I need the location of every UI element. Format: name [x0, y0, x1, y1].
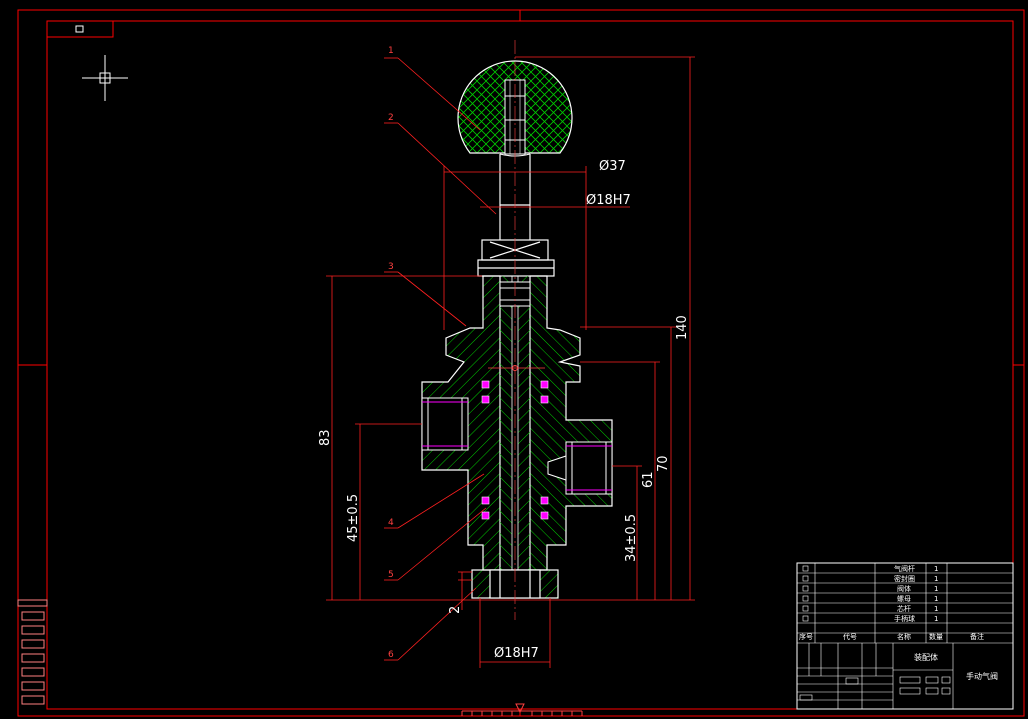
dimension-lines — [326, 56, 695, 668]
bottom-ruler — [461, 703, 583, 716]
dim-70: 70 — [656, 455, 671, 472]
part-label-6: 6 — [388, 650, 394, 660]
assembly-name: 装配体 — [914, 652, 938, 662]
seal-rings — [481, 380, 549, 520]
bom-qty-6: 1 — [934, 615, 938, 623]
title-block: 气阀杆 1 密封圈 1 阀体 1 螺母 1 芯杆 1 手柄球 1 序号 代号 名… — [796, 562, 1014, 710]
dim-2: 2 — [448, 606, 463, 614]
left-port — [421, 397, 469, 451]
bom-qty-1: 1 — [934, 565, 938, 573]
dim-61: 61 — [641, 471, 656, 488]
bom-qty-3: 1 — [934, 585, 938, 593]
header-seq: 序号 — [799, 632, 813, 641]
dim-140: 140 — [675, 315, 690, 340]
bom-table: 气阀杆 1 密封圈 1 阀体 1 螺母 1 芯杆 1 手柄球 1 序号 代号 名… — [799, 564, 984, 641]
dim-34: 34±0.5 — [624, 514, 639, 562]
header-code: 代号 — [843, 632, 857, 641]
right-port — [547, 441, 613, 495]
drawing-name: 手动气阀 — [966, 671, 998, 681]
dim-d37: Ø37 — [599, 159, 626, 174]
bom-name-6: 手柄球 — [894, 614, 915, 623]
part-label-4: 4 — [388, 518, 394, 528]
left-ruler — [17, 599, 48, 705]
bom-name-5: 芯杆 — [897, 604, 911, 613]
bom-qty-5: 1 — [934, 605, 938, 613]
sheet-border — [17, 9, 1025, 717]
corner-title-box — [46, 20, 114, 38]
bom-name-2: 密封圈 — [894, 574, 915, 583]
bom-qty-4: 1 — [934, 595, 938, 603]
part-label-2: 2 — [388, 113, 394, 123]
valve-section-view — [421, 40, 613, 620]
header-name: 名称 — [897, 632, 911, 641]
dim-d18-top: Ø18H7 — [586, 193, 631, 208]
bom-name-1: 气阀杆 — [894, 564, 915, 573]
part-label-3: 3 — [388, 262, 394, 272]
dim-d18-bottom: Ø18H7 — [494, 646, 539, 661]
leader-lines — [384, 57, 497, 661]
bom-name-3: 阀体 — [897, 584, 911, 593]
dim-45: 45±0.5 — [346, 494, 361, 542]
part-label-5: 5 — [388, 570, 394, 580]
part-labels: 1 2 3 4 5 6 — [388, 46, 394, 660]
bom-name-4: 螺母 — [897, 594, 911, 603]
dimension-texts: Ø37 Ø18H7 Ø18H7 140 83 70 61 45±0.5 34±0… — [318, 159, 690, 661]
header-remark: 备注 — [970, 632, 984, 641]
dim-83: 83 — [318, 429, 333, 446]
cursor-crosshair-icon — [82, 55, 128, 101]
bom-qty-2: 1 — [934, 575, 938, 583]
part-label-1: 1 — [388, 46, 394, 56]
header-qty: 数量 — [929, 632, 943, 641]
